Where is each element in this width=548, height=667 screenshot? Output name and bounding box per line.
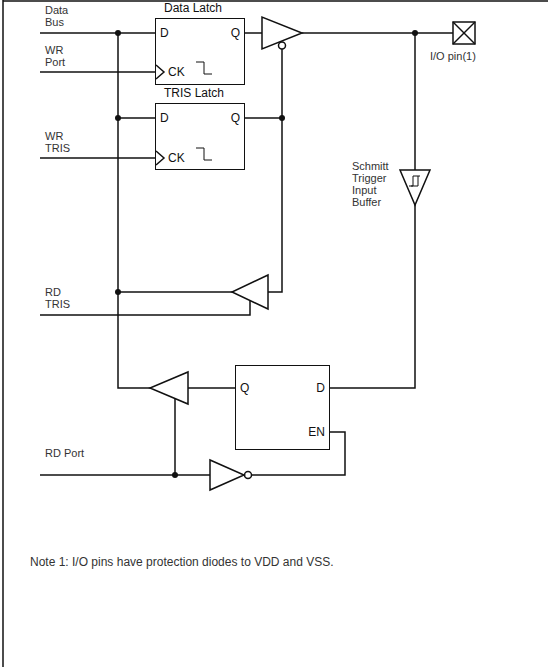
junction-dot (115, 115, 121, 121)
signal-name: RD Port (45, 447, 85, 459)
port-q: Q (231, 27, 240, 40)
enable-bubble (279, 42, 286, 49)
pin-wire (302, 32, 453, 34)
latch-heading: TRIS Latch (164, 87, 224, 100)
wr-tris-wire (40, 157, 155, 159)
tris-d-wire (118, 117, 155, 119)
buffer-name: Schmitt Trigger Input Buffer (352, 160, 398, 208)
pin-name: I/O pin(1) (430, 50, 520, 62)
tris-q-wire (245, 117, 282, 119)
schmitt-out-wire (330, 205, 415, 388)
schmitt-trigger-buffer (400, 170, 430, 205)
junction-dot (115, 289, 121, 295)
tris-enable-wire (268, 49, 282, 292)
clock-symbol (156, 65, 164, 79)
input-latch-q-wire (188, 387, 235, 389)
enable-wire (252, 432, 345, 475)
port-q: Q (240, 382, 249, 395)
signal-name: Data Bus (45, 4, 85, 28)
clock-symbol (156, 151, 164, 165)
latch-box: TRIS LatchDQCK (155, 103, 245, 170)
junction-dot (172, 472, 178, 478)
port-ck: CK (168, 152, 185, 165)
rd-port-buffer (150, 372, 188, 404)
output-buffer (262, 17, 302, 49)
inverter-bubble (245, 472, 252, 479)
rd-port-wire (40, 474, 210, 476)
io-pin-symbol (453, 22, 475, 44)
hysteresis-symbol (409, 176, 420, 186)
signal-name: WR TRIS (45, 130, 85, 154)
signal-name: RD TRIS (45, 286, 85, 310)
latch-box: Q D EN (235, 365, 330, 450)
latch-q-wire (245, 32, 262, 34)
wr-port-wire (40, 71, 155, 73)
frame-line (2, 0, 4, 667)
signal-name: WR Port (45, 44, 85, 68)
pulse-symbol (196, 148, 212, 160)
pulse-symbol (196, 62, 212, 74)
inverter (210, 460, 244, 490)
note-text: Note 1: I/O pins have protection diodes … (30, 556, 530, 568)
io-pin-symbol (453, 22, 475, 44)
port-d: D (160, 112, 169, 125)
junction-dot (279, 115, 285, 121)
hysteresis-symbol (411, 176, 418, 186)
frame-line (3, 0, 548, 2)
rd-tris-wire (40, 301, 250, 315)
port-d: D (316, 382, 325, 395)
io-pin-symbol (453, 22, 475, 44)
junction-dot (115, 30, 121, 36)
port-q: Q (231, 112, 240, 125)
port-en: EN (308, 426, 325, 439)
rd-port-enable-wire (174, 398, 176, 475)
data-bus-wire (118, 33, 150, 388)
rd-tris-out-wire (118, 291, 232, 293)
junction-dot (412, 30, 418, 36)
port-ck: CK (168, 66, 185, 79)
latch-heading: Data Latch (164, 2, 222, 15)
port-d: D (160, 27, 169, 40)
pin-input-wire (414, 33, 416, 170)
data-bus-wire (40, 32, 155, 34)
latch-box: Data LatchDQCK (155, 18, 245, 85)
